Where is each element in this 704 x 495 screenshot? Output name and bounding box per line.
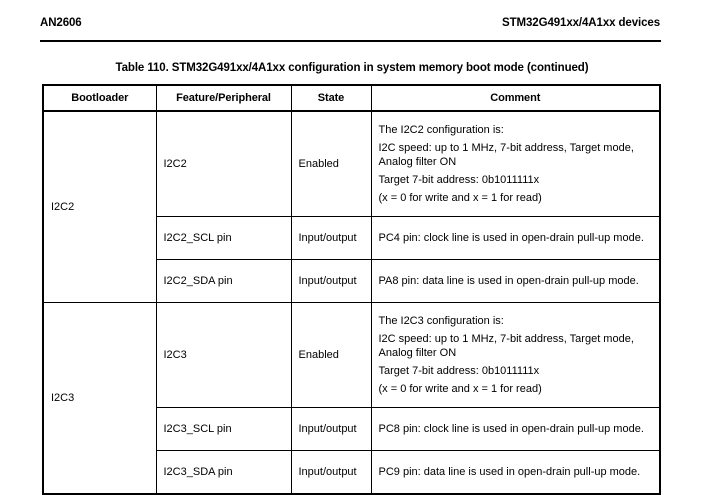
comment-cell: The I2C2 configuration is: I2C speed: up… [370, 110, 661, 217]
table-caption: Table 110. STM32G491xx/4A1xx configurati… [115, 62, 589, 74]
column-header-feature: Feature/Peripheral [155, 84, 292, 112]
comment-line: PA8 pin: data line is used in open-drain… [378, 274, 639, 287]
comment-line: The I2C3 configuration is: [378, 314, 504, 327]
document-number: AN2606 [40, 17, 82, 29]
feature-cell: I2C2_SCL pin [155, 216, 292, 260]
column-header-bootloader: Bootloader [42, 84, 157, 112]
comment-cell: PA8 pin: data line is used in open-drain… [370, 259, 661, 303]
table-row: I2C3 I2C3 Enabled The I2C3 configuration… [42, 302, 661, 495]
column-header-comment: Comment [370, 84, 661, 112]
feature-cell: I2C2 [155, 110, 292, 217]
bootloader-cell: I2C3 [42, 302, 157, 495]
bootloader-cell: I2C2 [42, 110, 157, 303]
running-header: AN2606 STM32G491xx/4A1xx devices [40, 17, 660, 29]
comment-line: The I2C2 configuration is: [378, 123, 504, 136]
comment-line: Target 7-bit address: 0b1011111x [378, 365, 540, 378]
feature-cell: I2C3_SDA pin [155, 450, 292, 495]
feature-cell: I2C3 [155, 302, 292, 408]
comment-line: PC4 pin: clock line is used in open-drai… [378, 231, 644, 244]
comment-line: PC8 pin: clock line is used in open-drai… [378, 422, 644, 435]
feature-cell: I2C2_SDA pin [155, 259, 292, 303]
comment-line: I2C speed: up to 1 MHz, 7-bit address, T… [378, 141, 634, 168]
feature-cell: I2C3_SCL pin [155, 407, 292, 451]
state-cell: Input/output [290, 216, 372, 260]
column-header-state: State [290, 84, 372, 112]
comment-cell: PC4 pin: clock line is used in open-drai… [370, 216, 661, 260]
document-subject: STM32G491xx/4A1xx devices [502, 17, 660, 29]
header-divider [40, 40, 661, 42]
table-header-row: Bootloader Feature/Peripheral State Comm… [42, 84, 661, 112]
comment-line: I2C speed: up to 1 MHz, 7-bit address, T… [378, 332, 634, 359]
table-row: I2C2 I2C2 Enabled The I2C2 configuration… [42, 110, 661, 303]
comment-line: Target 7-bit address: 0b1011111x [378, 174, 540, 187]
comment-cell: PC9 pin: data line is used in open-drain… [370, 450, 661, 495]
table-row: I2C2_SDA pin Input/output PA8 pin: data … [43, 259, 661, 303]
comment-line: PC9 pin: data line is used in open-drain… [378, 465, 641, 478]
comment-line: (x = 0 for write and x = 1 for read) [378, 192, 542, 205]
state-cell: Input/output [290, 450, 372, 495]
state-cell: Input/output [290, 407, 372, 451]
table-row: I2C2_SCL pin Input/output PC4 pin: clock… [43, 216, 661, 260]
document-page: AN2606 STM32G491xx/4A1xx devices Table 1… [40, 17, 661, 495]
state-cell: Enabled [290, 302, 372, 408]
comment-line: (x = 0 for write and x = 1 for read) [378, 383, 542, 396]
configuration-table: Bootloader Feature/Peripheral State Comm… [42, 84, 661, 495]
state-cell: Enabled [290, 110, 372, 217]
comment-cell: PC8 pin: clock line is used in open-drai… [370, 407, 661, 451]
comment-cell: The I2C3 configuration is: I2C speed: up… [370, 302, 661, 408]
state-cell: Input/output [290, 259, 372, 303]
